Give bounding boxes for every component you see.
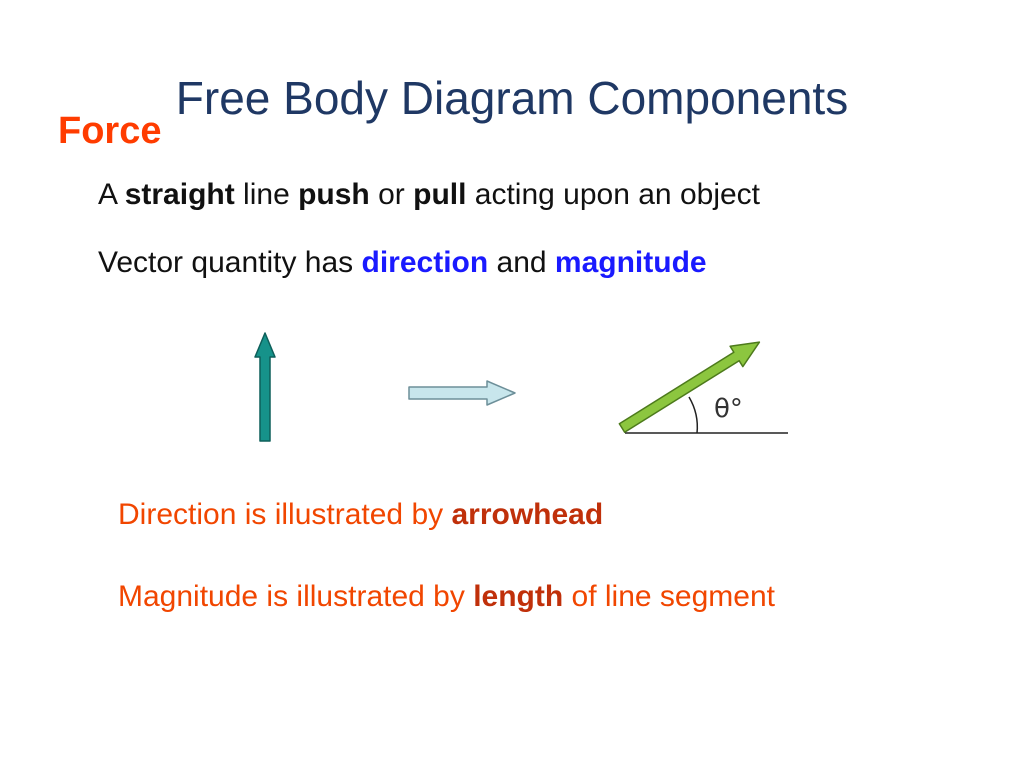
right-arrow-icon — [408, 380, 516, 406]
text-segment: line — [234, 178, 299, 211]
angle-arc — [688, 396, 699, 434]
emphasis-push: push — [298, 178, 370, 211]
text-segment: or — [369, 178, 414, 211]
emphasis-pull: pull — [413, 178, 467, 211]
angled-arrow-icon — [618, 341, 761, 433]
emphasis-arrowhead: arrowhead — [451, 498, 604, 531]
angled-arrow-diagram — [618, 341, 788, 434]
section-heading: Force — [58, 110, 162, 152]
text-segment: and — [488, 246, 555, 279]
text-segment: acting upon an object — [466, 178, 761, 211]
slide-title: Free Body Diagram Components — [175, 72, 849, 124]
direction-note: Direction is illustrated by arrowhead — [118, 495, 603, 535]
text-segment: A — [98, 178, 125, 211]
definition-line: A straight line push or pull acting upon… — [98, 175, 760, 215]
angle-label: θ° — [714, 394, 743, 424]
text-segment: Magnitude is illustrated by — [118, 580, 474, 613]
emphasis-direction: direction — [361, 246, 489, 279]
vector-line: Vector quantity has direction and magnit… — [98, 243, 707, 283]
emphasis-straight: straight — [124, 178, 235, 211]
text-segment: Direction is illustrated by — [118, 498, 452, 531]
magnitude-note: Magnitude is illustrated by length of li… — [118, 577, 775, 617]
up-arrow-icon — [254, 332, 276, 442]
text-segment: Vector quantity has — [98, 246, 362, 279]
text-segment: of line segment — [563, 580, 775, 613]
emphasis-length: length — [473, 580, 564, 613]
emphasis-magnitude: magnitude — [554, 246, 707, 279]
